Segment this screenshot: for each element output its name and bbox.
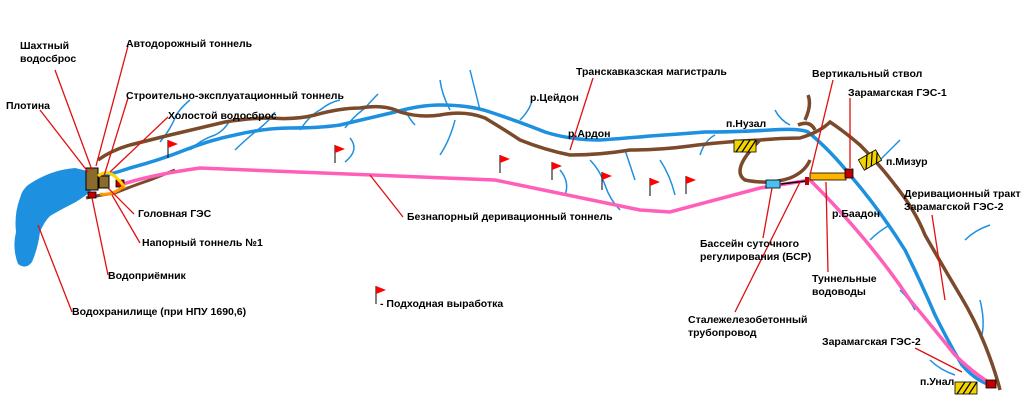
label-zaramag-ges-2: Зарамагская ГЭС-2 [822, 336, 921, 348]
bsr-basin [765, 179, 781, 189]
adit-flag [167, 140, 178, 158]
label-unal: п.Унал [920, 376, 955, 388]
adit-flag [551, 162, 562, 180]
water-intake [87, 191, 97, 199]
label-ardon-river: р.Ардон [568, 128, 611, 140]
zaramag-ges-2-building [985, 379, 997, 389]
leader-lines [37, 45, 963, 373]
dam-plotina [85, 167, 99, 191]
label-baadon-river: р.Баадон [832, 208, 880, 220]
label-mizur: п.Мизур [886, 156, 928, 168]
label-beznapornyi-tunnel: Безнапорный деривационный тоннель [407, 211, 613, 223]
reservoir [14, 168, 95, 267]
adit-flags [167, 140, 696, 304]
label-vertikalny-stvol: Вертикальный ствол [812, 68, 923, 80]
river-ardon [89, 103, 991, 387]
tunnel-vodovody [809, 172, 847, 181]
adit-flag [334, 145, 345, 163]
legend-flag [375, 286, 386, 304]
stalezhelezo-pipeline [780, 180, 807, 185]
label-transkavkaz: Транскавказская магистраль [576, 66, 727, 78]
tunnel-beznapornyi [119, 166, 989, 384]
settlement-nuzal [733, 139, 757, 153]
zaramag-ges-1-building [844, 168, 854, 179]
label-tseydon-river: р.Цейдон [530, 92, 579, 104]
settlement-mizur [857, 149, 883, 171]
road-transkam [96, 104, 1002, 391]
label-stroitelny-tunnel: Строительно-эксплуатационный тоннель [126, 90, 344, 102]
label-vodokhranilishche: Водохранилище (при НПУ 1690,6) [72, 306, 247, 318]
vertical-shaft [805, 177, 809, 185]
adit-flag [601, 172, 612, 190]
napornyi-tunnel-1 [99, 184, 125, 196]
golovnaya-ges-building [98, 175, 110, 189]
kholostoy-vodosbros [97, 171, 127, 189]
label-vodopriemnik: Водоприёмник [108, 270, 186, 282]
label-zaramag-ges-1: Зарамагская ГЭС-1 [848, 87, 947, 99]
road-hook [797, 94, 817, 131]
label-plotina: Плотина [6, 100, 51, 112]
label-avtodorozhny-tunnel: Автодорожный тоннель [126, 38, 253, 50]
adit-flag [649, 178, 660, 196]
label-nuzal: п.Нузал [726, 118, 767, 130]
label-kholostoy-vodosbros: Холостой водосброс [168, 110, 277, 122]
settlement-unal [954, 381, 978, 395]
label-napornyi-tunnel: Напорный тоннель №1 [142, 237, 263, 249]
label-golovnaya-ges: Головная ГЭС [138, 208, 212, 220]
adit-flag [499, 155, 510, 173]
adit-flag [685, 176, 696, 194]
label-podkhodnaya-legend: - Подходная выработка [380, 298, 504, 310]
